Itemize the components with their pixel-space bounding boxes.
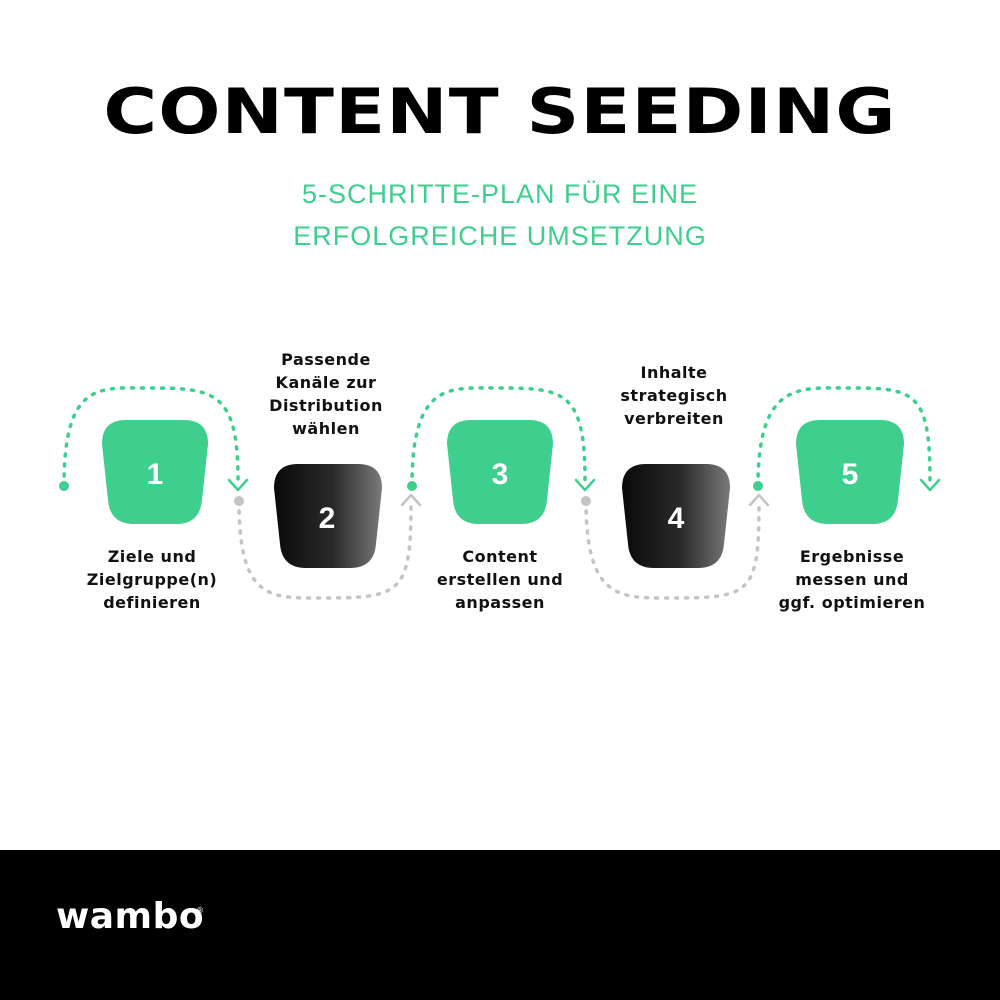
step-3-label-line: Content xyxy=(462,547,538,566)
step-2-label-line: Kanäle zur xyxy=(275,373,377,392)
step-1-label-line: Ziele und xyxy=(107,547,197,566)
step-3-label: Content erstellen und anpassen xyxy=(410,545,590,614)
step-5-label-line: ggf. optimieren xyxy=(778,593,926,612)
step-5-label: Ergebnisse messen und ggf. optimieren xyxy=(762,545,942,614)
step-1-label-line: Zielgruppe(n) xyxy=(86,570,218,589)
connector-arc-5 xyxy=(753,386,941,492)
registered-mark: ® xyxy=(196,906,204,915)
step-4-badge: 4 xyxy=(622,464,730,568)
step-1-label-line: definieren xyxy=(103,593,201,612)
connector-arc-1 xyxy=(59,386,249,492)
connector-arc-4 xyxy=(581,493,770,600)
step-4-label: Inhalte strategisch verbreiten xyxy=(584,361,764,430)
step-3-badge: 3 xyxy=(447,420,553,524)
step-2-label: Passende Kanäle zur Distribution wählen xyxy=(236,348,416,440)
step-4-label-line: verbreiten xyxy=(624,409,724,428)
step-5-number: 5 xyxy=(842,458,859,491)
subtitle-line-2: ERFOLGREICHE UMSETZUNG xyxy=(293,221,707,251)
step-2-label-line: Passende xyxy=(281,350,371,369)
step-4-label-line: Inhalte xyxy=(640,363,708,382)
step-5-label-line: messen und xyxy=(795,570,909,589)
step-1-label: Ziele und Zielgruppe(n) definieren xyxy=(62,545,242,614)
step-5-label-line: Ergebnisse xyxy=(799,547,905,566)
step-3-label-line: anpassen xyxy=(455,593,545,612)
step-4-number: 4 xyxy=(668,502,685,535)
step-2-label-line: Distribution xyxy=(269,396,383,415)
footer-bar: wambo ® xyxy=(0,850,1000,1000)
subtitle-line-1: 5-SCHRITTE-PLAN FÜR EINE xyxy=(301,179,699,209)
step-2-label-line: wählen xyxy=(292,419,360,438)
step-4-label-line: strategisch xyxy=(620,386,728,405)
step-2-badge: 2 xyxy=(274,464,382,568)
step-2-number: 2 xyxy=(319,502,336,535)
step-1-number: 1 xyxy=(147,458,164,491)
step-3-number: 3 xyxy=(492,458,509,491)
page-title: CONTENT SEEDING xyxy=(103,75,897,148)
step-5-badge: 5 xyxy=(796,420,904,524)
step-1-badge: 1 xyxy=(102,420,208,524)
wambo-logo: wambo xyxy=(56,896,205,937)
connector-arc-2 xyxy=(234,493,422,600)
connector-arc-3 xyxy=(407,386,596,492)
step-3-label-line: erstellen und xyxy=(436,570,564,589)
